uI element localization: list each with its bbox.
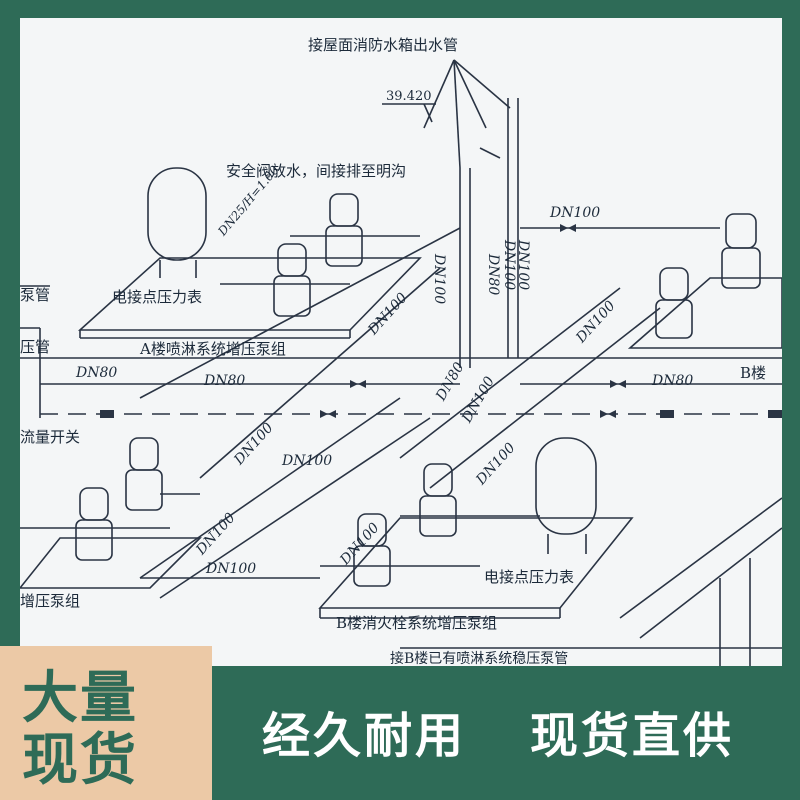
pump-body xyxy=(75,519,113,561)
pipe-line xyxy=(453,59,511,109)
pressure-tank-b xyxy=(535,437,597,535)
label-flow-switch: 流量开关 xyxy=(20,428,81,446)
pipe-line xyxy=(453,59,487,129)
pump-platform-left xyxy=(20,537,202,589)
pipe-line xyxy=(423,103,433,123)
valve xyxy=(600,410,608,418)
label-elevation: 39.420 xyxy=(386,89,432,104)
pump-platform-b xyxy=(318,517,634,609)
pump-motor xyxy=(129,437,159,471)
pipe-size-label: DN80 xyxy=(76,365,118,381)
pump-motor xyxy=(423,463,453,497)
slogan-band xyxy=(212,680,800,800)
label-b-existing-sprinkler: 接B楼已有喷淋系统稳压泵管 xyxy=(390,651,569,666)
pump-body xyxy=(721,247,761,289)
pump-motor xyxy=(725,213,757,249)
pipe-line xyxy=(479,147,501,159)
flow-switch xyxy=(660,410,674,418)
pipe-diagonal xyxy=(429,307,661,489)
pipe-diagonal xyxy=(159,417,431,599)
pump-platform-b-right xyxy=(627,277,782,349)
label-pressure-gauge-a: 电接点压力表 xyxy=(112,288,203,306)
pipe-size-label: DN100 xyxy=(431,254,447,305)
label-roof-tank-outlet: 接屋面消防水箱出水管 xyxy=(308,36,459,54)
stock-badge xyxy=(0,646,212,800)
valve xyxy=(328,410,336,418)
pipe-diagonal xyxy=(139,227,461,399)
label-pump-pipe-2: 压管 xyxy=(20,338,51,356)
pump-motor xyxy=(277,243,307,277)
pump-platform-a xyxy=(77,257,422,331)
valve xyxy=(350,380,358,388)
pipe-size-label: DN100 xyxy=(550,205,601,221)
label-safety-valve: 安全阀放水，间接排至明沟 xyxy=(226,162,407,180)
pump-body xyxy=(655,299,693,339)
valve xyxy=(618,380,626,388)
pump-motor xyxy=(79,487,109,521)
pipe-diagonal xyxy=(619,497,782,619)
pipe-size-label: DN80 xyxy=(204,373,246,389)
valve xyxy=(320,410,328,418)
pipe-diagonal xyxy=(399,287,621,459)
pipe-size-label: DN100 xyxy=(282,453,333,469)
pipe-diagonal xyxy=(139,397,401,579)
valve xyxy=(358,380,366,388)
pipe-size-label: DN100 xyxy=(515,240,531,291)
valve xyxy=(608,410,616,418)
pipe-diagonal xyxy=(639,527,782,639)
stock-badge-text: 大量现货 xyxy=(22,666,138,793)
flow-switch xyxy=(100,410,114,418)
pressure-tank-a xyxy=(147,167,207,261)
valve xyxy=(560,224,568,232)
pump-motor xyxy=(659,267,689,301)
pipe-line xyxy=(453,59,461,169)
pipe-network xyxy=(20,59,782,666)
slogan-direct-supply: 现货直供 xyxy=(530,708,735,764)
valve xyxy=(568,224,576,232)
pipe-size-label: DN100 xyxy=(206,561,257,577)
pipe-size-label: DN80 xyxy=(485,254,501,296)
flow-switch xyxy=(768,410,782,418)
label-b-building: B楼 xyxy=(740,364,767,382)
pipe-diagonal xyxy=(199,267,441,479)
pipe-size-label: DN100 xyxy=(501,240,517,291)
pump-motor xyxy=(329,193,359,227)
slogan-durable: 经久耐用 xyxy=(262,708,467,764)
pipe-size-label: DN80 xyxy=(652,373,694,389)
label-pump-group-b-left: 增压泵组 xyxy=(20,592,81,610)
pump-system-diagram: 接屋面消防水箱出水管 39.420 安全阀放水，间接排至明沟 DN25/H=1.… xyxy=(20,18,782,666)
label-pump-pipe-1: 泵管 xyxy=(20,286,51,304)
pump-body xyxy=(325,225,363,267)
label-pump-group-a: A楼喷淋系统增压泵组 xyxy=(140,340,286,358)
label-pressure-gauge-b: 电接点压力表 xyxy=(484,568,575,586)
pump-body xyxy=(125,469,163,511)
label-pump-group-b-hydrant: B楼消火栓系统增压泵组 xyxy=(336,614,498,632)
pump-body xyxy=(273,275,311,317)
valve xyxy=(610,380,618,388)
